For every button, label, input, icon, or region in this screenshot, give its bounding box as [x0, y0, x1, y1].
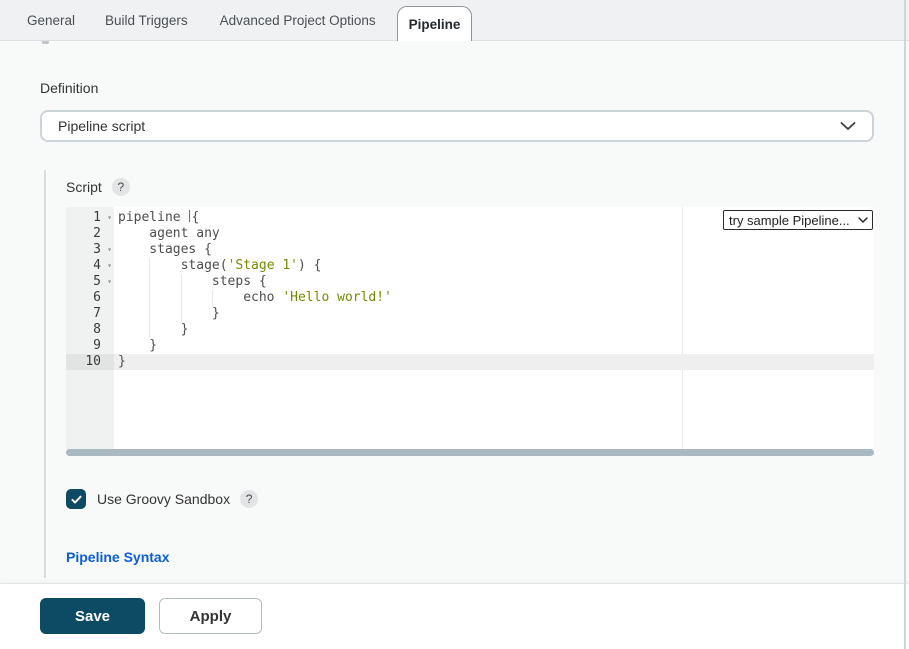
code-text: }: [118, 354, 126, 369]
code-text: steps {: [114, 274, 874, 290]
code-text: stage('Stage 1') {: [114, 258, 874, 274]
chevron-down-icon: [840, 121, 856, 131]
script-help-icon[interactable]: ?: [111, 178, 130, 196]
editor-line[interactable]: 9}: [66, 338, 874, 354]
editor-print-margin: [682, 207, 683, 449]
line-number: 6: [93, 290, 101, 305]
code-text: }: [114, 322, 874, 338]
text-cursor: [189, 210, 191, 222]
config-tab-bar: General Build Triggers Advanced Project …: [0, 0, 909, 41]
code-text: agent any: [149, 226, 220, 241]
scroll-remnant-mark: [42, 40, 49, 44]
editor-line[interactable]: 4▾stage('Stage 1') {: [66, 258, 874, 274]
tab-pipeline[interactable]: Pipeline: [396, 6, 473, 41]
line-number: 9: [93, 338, 101, 353]
apply-button[interactable]: Apply: [159, 598, 262, 634]
tab-build-triggers[interactable]: Build Triggers: [105, 12, 188, 28]
definition-label: Definition: [40, 80, 99, 96]
pipeline-syntax-link[interactable]: Pipeline Syntax: [66, 549, 170, 565]
line-number: 4▾: [93, 258, 112, 273]
code-text: pipeline {: [118, 210, 200, 225]
script-section: Script ? 1▾ pipeline { 2 agent any 3▾ stages …: [44, 170, 874, 578]
code-fold-icon[interactable]: ▾: [107, 245, 112, 254]
editor-line[interactable]: 7}: [66, 306, 874, 322]
editor-line[interactable]: 5▾steps {: [66, 274, 874, 290]
line-number: 7: [93, 306, 101, 321]
use-groovy-sandbox-label: Use Groovy Sandbox: [97, 491, 231, 507]
chevron-down-icon: [858, 217, 868, 223]
line-number: 2: [93, 226, 101, 241]
line-number: 8: [93, 322, 101, 337]
line-number: 3▾: [93, 242, 112, 257]
code-fold-icon[interactable]: ▾: [107, 261, 112, 270]
code-text: stages {: [149, 242, 212, 257]
code-text: echo 'Hello world!': [114, 290, 874, 306]
save-button[interactable]: Save: [40, 598, 145, 634]
use-groovy-sandbox-checkbox[interactable]: [66, 489, 86, 509]
try-sample-pipeline-value: try sample Pipeline...: [729, 212, 850, 228]
checkmark-icon: [70, 493, 83, 506]
code-text: }: [149, 338, 158, 353]
page-right-border: [904, 0, 906, 649]
editor-line[interactable]: 10}: [66, 354, 874, 370]
script-label: Script: [66, 179, 102, 195]
line-number: 5▾: [93, 274, 112, 289]
try-sample-pipeline-select[interactable]: try sample Pipeline...: [723, 210, 873, 230]
code-fold-icon[interactable]: ▾: [107, 213, 112, 222]
code-text: }: [114, 306, 874, 322]
tab-advanced-project-options[interactable]: Advanced Project Options: [219, 12, 376, 28]
editor-line[interactable]: 6 echo 'Hello world!': [66, 290, 874, 306]
line-number: 1▾: [93, 210, 112, 225]
config-footer: Save Apply: [0, 583, 909, 649]
code-fold-icon[interactable]: ▾: [107, 277, 112, 286]
definition-select[interactable]: Pipeline script: [40, 110, 874, 142]
editor-gutter: [66, 207, 114, 449]
pipeline-config-panel: Definition Pipeline script Script ? 1▾ pi…: [0, 80, 909, 578]
editor-line[interactable]: 8}: [66, 322, 874, 338]
editor-line[interactable]: 2 agent any: [66, 226, 874, 242]
line-number: 10: [66, 354, 114, 370]
tab-general[interactable]: General: [27, 12, 76, 28]
editor-line[interactable]: 1▾ pipeline {: [66, 210, 874, 226]
editor-resize-handle[interactable]: [66, 449, 874, 456]
definition-select-value: Pipeline script: [58, 118, 146, 134]
editor-line[interactable]: 3▾ stages {: [66, 242, 874, 258]
sandbox-help-icon[interactable]: ?: [240, 490, 259, 508]
